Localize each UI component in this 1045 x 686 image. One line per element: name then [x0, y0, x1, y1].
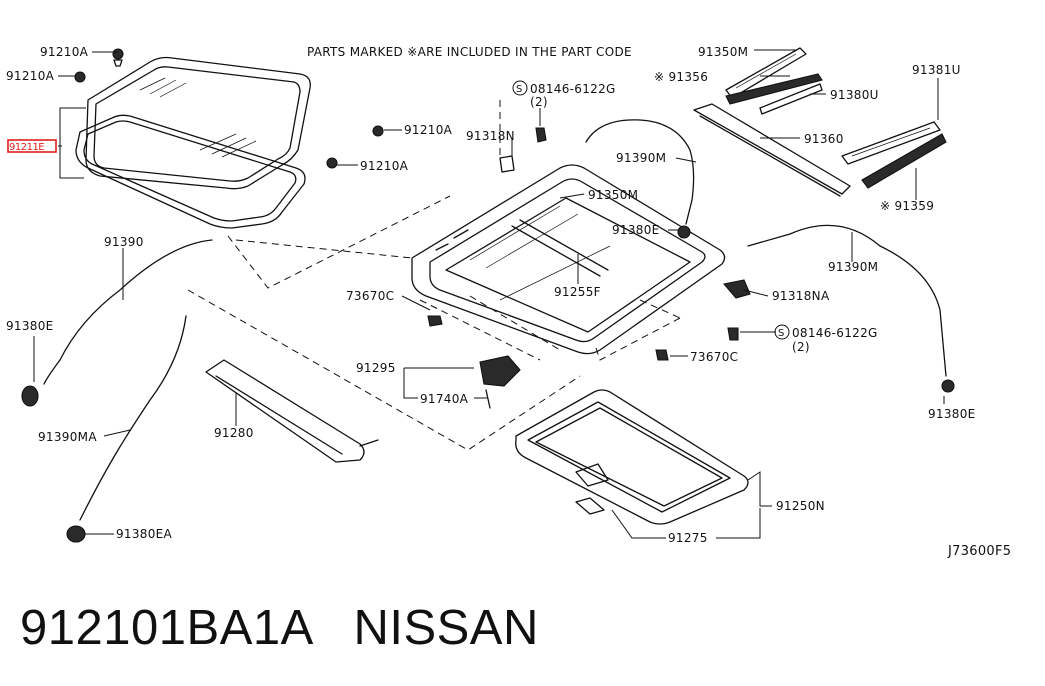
label-91359: ※ 91359	[880, 199, 934, 213]
s-symbol-icon	[512, 80, 528, 96]
sunroof-stopper-91275	[575, 497, 605, 515]
label-91380e: 91380E	[612, 223, 660, 237]
label-91380ea: 91380EA	[116, 527, 173, 541]
sunroof-frame-91350m	[411, 164, 726, 355]
rail-91380u	[759, 83, 823, 115]
bracket-91318na-icon	[722, 279, 751, 299]
label-91380e: 91380E	[6, 319, 54, 333]
sunroof-glass-panel	[85, 56, 311, 190]
sunroof-housing-91250n	[515, 389, 749, 525]
label-91380e: 91380E	[928, 407, 976, 421]
label-91210a: 91210A	[404, 123, 453, 137]
s-symbol-letter: S	[778, 328, 785, 339]
clip-91210a-icon	[372, 125, 384, 137]
label-91210a: 91210A	[40, 45, 89, 59]
label-91255f: 91255F	[554, 285, 601, 299]
label-91275: 91275	[668, 531, 708, 545]
s-symbol-icon	[774, 324, 790, 340]
rail-91360	[693, 103, 851, 197]
label-73670c: 73670C	[346, 289, 394, 303]
motor-91295	[479, 355, 521, 409]
label-91381u: 91381U	[912, 63, 961, 77]
part-number-caption: 912101BA1A NISSAN	[20, 601, 539, 655]
label-91250n: 91250N	[776, 499, 825, 513]
parts-note: PARTS MARKED ※ARE INCLUDED IN THE PART C…	[307, 45, 632, 59]
clip-91210a-icon	[326, 157, 338, 169]
bolt-08146-icon	[535, 127, 547, 143]
sunshade-91280	[205, 359, 379, 463]
rail-91356	[725, 73, 823, 105]
bolt-08146-icon	[727, 327, 739, 341]
label-91380u: 91380U	[830, 88, 879, 102]
bracket-91318n-icon	[499, 155, 515, 173]
glass-weatherstrip-seal	[75, 114, 306, 229]
label-quantity: (2)	[530, 95, 548, 109]
label-91360: 91360	[804, 132, 844, 146]
label-91350m: 91350M	[588, 188, 638, 202]
label-91210a: 91210A	[360, 159, 409, 173]
nut-73670c-icon	[655, 349, 669, 361]
label-quantity: (2)	[792, 340, 810, 354]
nut-73670c-icon	[427, 315, 443, 327]
rail-91359	[861, 133, 947, 189]
label-73670c: 73670C	[690, 350, 738, 364]
label-91390ma: 91390MA	[38, 430, 97, 444]
diagram-code: J73600F5	[947, 544, 1011, 559]
clip-91210a-icon	[74, 71, 86, 83]
s-symbol-letter: S	[516, 84, 523, 95]
drain-hose-91390m-rear-right	[747, 224, 955, 393]
label-91390m: 91390M	[828, 260, 878, 274]
label-91280: 91280	[214, 426, 254, 440]
drain-hose-91390-left	[21, 239, 213, 407]
highlighted-part-box	[7, 139, 57, 153]
drain-hose-91390m-front-right	[585, 119, 695, 239]
label-91210a: 91210A	[6, 69, 55, 83]
label-91211e-highlighted: 91211E	[9, 142, 44, 153]
label-91740a: 91740A	[420, 392, 469, 406]
label-08146-6122g: 08146-6122G	[530, 82, 616, 96]
label-91318na: 91318NA	[772, 289, 830, 303]
label-91350m: 91350M	[698, 45, 748, 59]
rail-91381u	[841, 121, 941, 165]
label-91390: 91390	[104, 235, 144, 249]
label-91390m: 91390M	[616, 151, 666, 165]
label-91318n: 91318N	[466, 129, 515, 143]
label-91356: ※ 91356	[654, 70, 708, 84]
label-08146-6122g: 08146-6122G	[792, 326, 878, 340]
label-91295: 91295	[356, 361, 396, 375]
drain-hose-91390ma	[66, 315, 187, 543]
